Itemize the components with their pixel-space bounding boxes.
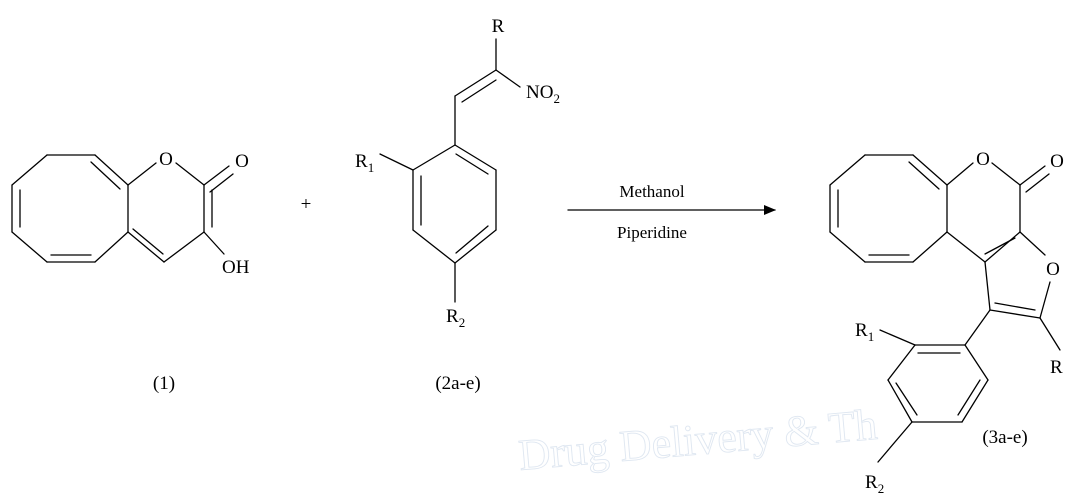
product-3-r1-group: R1 [855, 320, 874, 344]
product-3-furan-oxygen: O [1046, 259, 1060, 280]
compound-1-hydroxyl-group: OH [222, 257, 250, 278]
product-3-carbonyl-oxygen: O [1050, 151, 1064, 172]
compound-1-label: (1) [153, 373, 175, 394]
plus-sign: + [301, 194, 312, 215]
reagent-piperidine: Piperidine [617, 223, 687, 242]
compound-2-structure [379, 38, 521, 303]
compound-1-structure [11, 154, 234, 263]
compound-2-nitro-group: NO2 [526, 82, 560, 106]
product-3-label: (3a-e) [982, 427, 1027, 448]
compound-2-r1-group: R1 [355, 151, 374, 175]
product-3-r2-group: R2 [865, 472, 884, 496]
product-3-r-group: R [1050, 357, 1063, 378]
compound-2-r-group: R [492, 16, 505, 37]
compound-1-carbonyl-oxygen: O [235, 151, 249, 172]
reagent-methanol: Methanol [619, 182, 684, 201]
product-3-ring-oxygen: O [976, 149, 990, 170]
compound-1-ring-oxygen: O [159, 149, 173, 170]
compound-2-r2-group: R2 [446, 306, 465, 330]
product-3-structure [829, 154, 1061, 463]
watermark: Drug Delivery & Th [517, 400, 880, 480]
compound-2-label: (2a-e) [435, 373, 480, 394]
